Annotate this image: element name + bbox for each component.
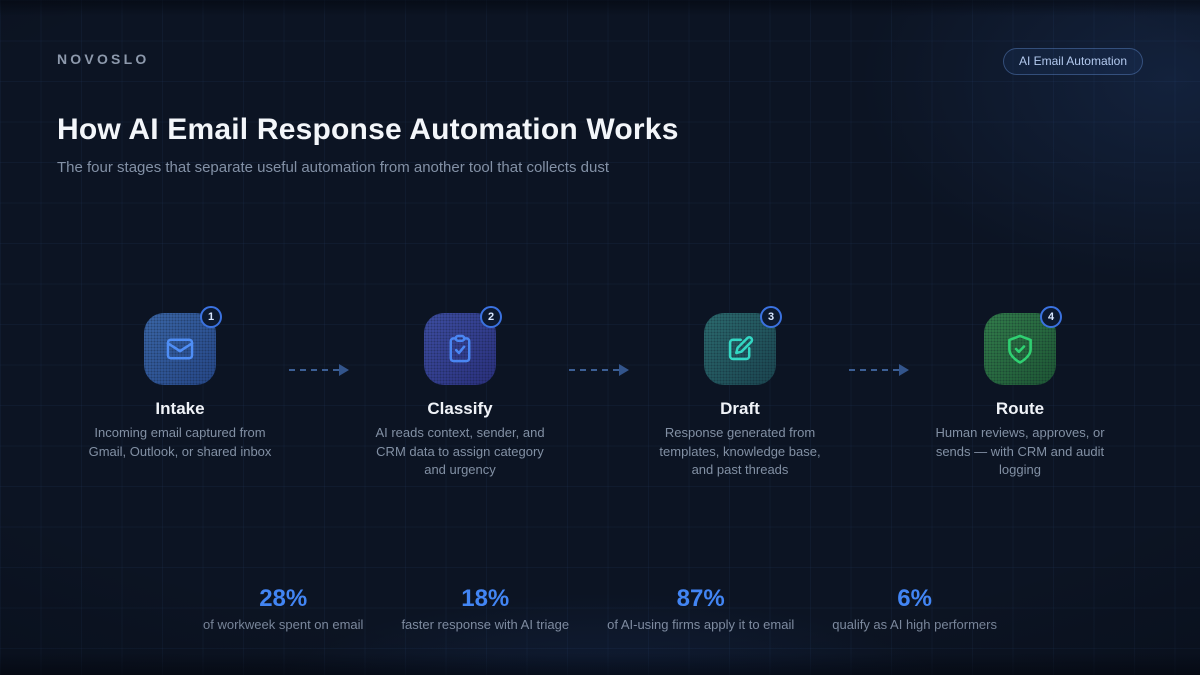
stage-intake: 1 Intake Incoming email captured from Gm… [80,306,280,480]
stage-description: AI reads context, sender, and CRM data t… [375,425,545,478]
stage-title: Intake [155,399,205,418]
stage-description: Response generated from templates, knowl… [659,425,821,478]
stat-label: of workweek spent on email [203,617,364,633]
intake-tile: 1 [144,306,222,385]
stage-draft: 3 Draft Response generated from template… [640,306,840,480]
step-number-badge: 3 [760,306,782,328]
stage-title: Draft [720,399,760,418]
stat-item: 6% qualify as AI high performers [832,586,997,632]
stats-row: 28% of workweek spent on email 18% faste… [0,586,1200,632]
stat-label: faster response with AI triage [401,617,570,633]
stat-value: 28% [259,585,308,612]
step-number-badge: 2 [480,306,502,328]
stat-value: 87% [676,585,725,612]
stat-item: 28% of workweek spent on email [203,586,363,632]
page-title: How AI Email Response Automation Works [57,113,679,146]
flow-arrow-icon [849,364,911,376]
page-subtitle: The four stages that separate useful aut… [57,159,609,176]
stage-classify: 2 Classify AI reads context, sender, and… [360,306,560,480]
stage-title: Classify [427,399,493,418]
brand-logo: NOVOSLO [57,51,150,67]
draft-tile: 3 [704,306,782,385]
flow-arrow-icon [289,364,351,376]
route-tile: 4 [984,306,1062,385]
clipboard-check-icon [449,334,471,363]
stage-route: 4 Route Human reviews, approves, or send… [920,306,1120,480]
stat-label: qualify as AI high performers [832,617,997,633]
stat-item: 18% faster response with AI triage [401,586,569,632]
shield-check-icon [1008,334,1032,364]
stat-value: 6% [897,585,932,612]
envelope-icon [166,338,194,360]
stat-item: 87% of AI-using firms apply it to email [607,586,794,632]
stat-value: 18% [461,585,510,612]
edit-square-icon [728,336,754,361]
stage-description: Human reviews, approves, or sends — with… [935,425,1105,478]
stat-label: of AI-using firms apply it to email [607,617,795,633]
stages-row: 1 Intake Incoming email captured from Gm… [80,306,1120,480]
stage-title: Route [995,399,1045,418]
flow-arrow-icon [569,364,631,376]
stage-description: Incoming email captured from Gmail, Outl… [88,425,272,459]
tag-pill-button[interactable]: AI Email Automation [1002,48,1143,75]
step-number-badge: 4 [1040,306,1062,328]
classify-tile: 2 [424,306,502,385]
step-number-badge: 1 [200,306,222,328]
